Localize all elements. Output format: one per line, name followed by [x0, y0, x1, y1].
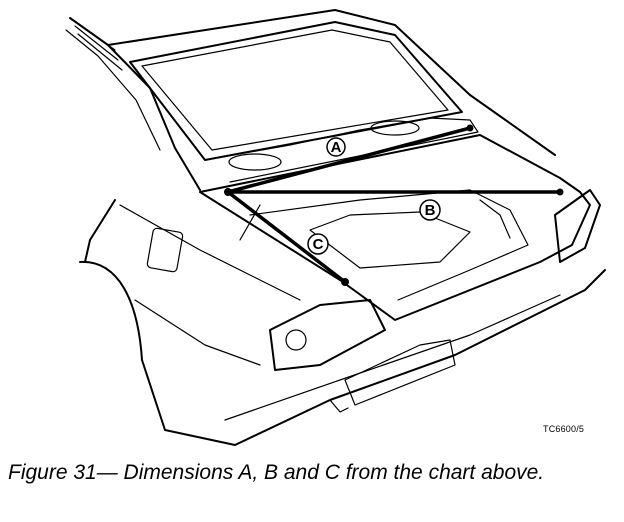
- exhaust: [329, 399, 349, 413]
- marker-a: A: [326, 137, 346, 157]
- svg-text:B: B: [425, 202, 436, 219]
- figure-caption: Figure 31— Dimensions A, B and C from th…: [8, 461, 545, 484]
- dimension-a-line: [226, 126, 472, 194]
- rear-valance: [344, 339, 456, 406]
- dimension-origin-point: [224, 188, 232, 196]
- bumper-top: [224, 294, 561, 421]
- parcel-shelf: [204, 117, 479, 183]
- dimension-a-end-point: [466, 124, 474, 132]
- trunk-well-inner: [239, 199, 511, 241]
- tail-lamp-right: [554, 189, 601, 263]
- fuel-door: [146, 227, 184, 273]
- roof-outline: [107, 9, 556, 156]
- dimension-c-end-point: [341, 278, 349, 286]
- tail-lamp-left: [269, 299, 386, 371]
- rear-bumper: [164, 269, 606, 446]
- marker-b: B: [419, 199, 441, 221]
- c-pillar-inner: [65, 29, 161, 151]
- body-side-crease: [119, 204, 301, 301]
- body-side-lower: [134, 299, 261, 366]
- trunk-floor: [249, 189, 529, 301]
- svg-text:A: A: [331, 139, 342, 156]
- rear-wheel-arch: [79, 260, 166, 431]
- marker-c: C: [307, 233, 329, 255]
- rear-window-inner: [141, 29, 449, 151]
- trunk-opening: [199, 134, 591, 321]
- speaker-right: [370, 120, 420, 136]
- dimension-b-end-point: [556, 188, 564, 196]
- quarter-panel-outline: [84, 199, 116, 263]
- tail-lamp-left-bulb: [285, 329, 307, 351]
- trunk-well: [309, 211, 471, 269]
- speaker-left: [228, 153, 282, 171]
- figure-code: TC6600/5: [543, 424, 585, 434]
- rear-window-outline: [129, 21, 463, 161]
- svg-text:C: C: [313, 236, 324, 253]
- dimension-c-line: [226, 190, 347, 284]
